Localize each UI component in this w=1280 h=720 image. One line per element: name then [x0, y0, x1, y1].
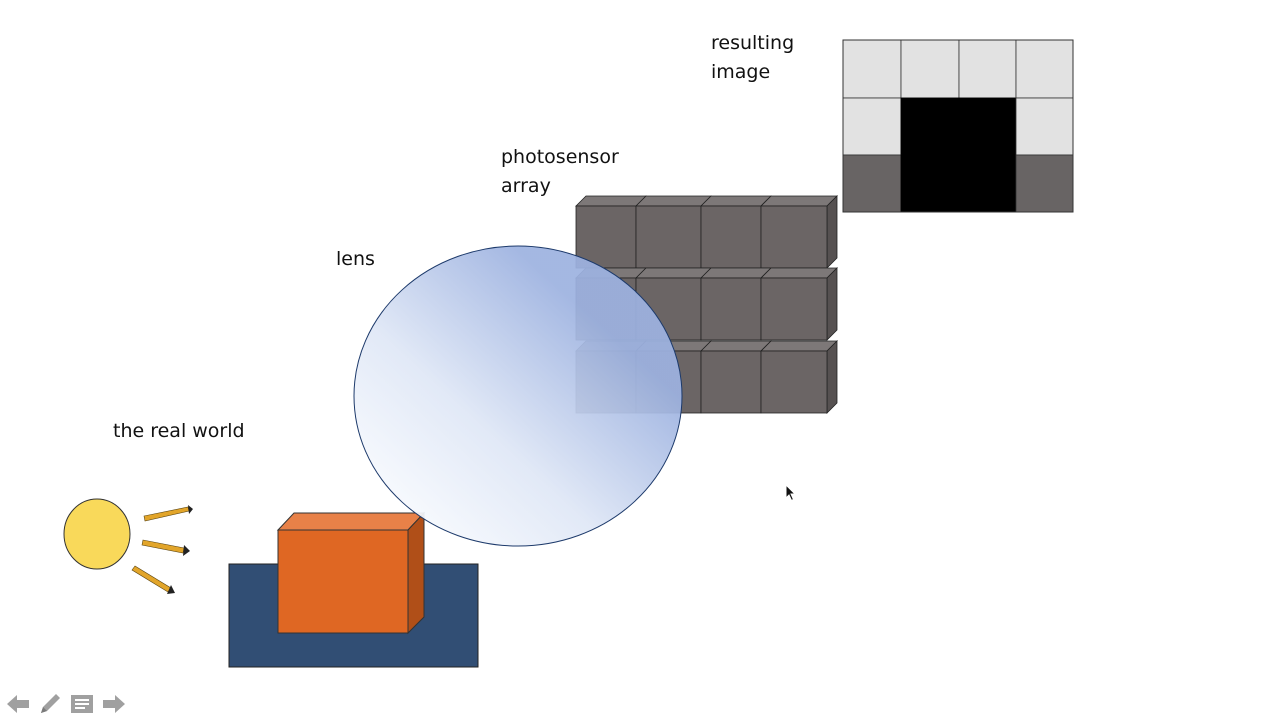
pen-tool-button[interactable] [36, 690, 64, 718]
photosensor-cell [760, 340, 838, 414]
lens-label: lens [336, 248, 375, 270]
image-pixel [958, 154, 1017, 213]
slideshow-controls [4, 690, 128, 718]
photosensor-cell [760, 267, 838, 341]
photosensor-cell [575, 195, 647, 269]
light-ray [131, 565, 175, 594]
resulting-image-label-line1: resulting [711, 32, 795, 54]
pen-tool-icon [41, 694, 60, 713]
image-pixel [842, 39, 902, 99]
mouse-cursor-icon [785, 484, 797, 502]
resulting-image-grid [842, 39, 1074, 213]
next-slide-button[interactable] [100, 690, 128, 718]
previous-slide-icon [7, 695, 29, 713]
image-pixel [900, 97, 960, 156]
slide-menu-icon [71, 695, 93, 713]
photosensor-cell [700, 267, 772, 341]
slide-menu-button[interactable] [68, 690, 96, 718]
photosensor-label-line2: array [501, 175, 551, 197]
resulting-image-label-line2: image [711, 61, 771, 83]
photosensor-cell [700, 340, 772, 414]
image-pixel [1015, 154, 1074, 213]
light-ray [141, 539, 190, 556]
next-slide-icon [103, 695, 125, 713]
photosensor-cell [700, 195, 772, 269]
previous-slide-button[interactable] [4, 690, 32, 718]
image-pixel [1015, 97, 1074, 156]
light-rays [131, 505, 193, 594]
photosensor-label-line1: photosensor [501, 146, 619, 168]
image-pixel [842, 97, 902, 156]
image-pixel [842, 154, 902, 213]
image-pixel [900, 39, 960, 99]
photosensor-cell [635, 195, 712, 269]
real-world-label: the real world [113, 420, 245, 442]
sun-icon [63, 498, 131, 570]
resulting-image-label: resulting image [711, 29, 794, 87]
image-pixel [1015, 39, 1074, 99]
light-ray [143, 505, 193, 522]
lens [353, 245, 683, 547]
image-pixel [958, 97, 1017, 156]
image-pixel [900, 154, 960, 213]
image-pixel [958, 39, 1017, 99]
photosensor-cell [760, 195, 838, 269]
scene-box [276, 511, 426, 635]
image-border [842, 39, 1074, 213]
photosensor-label: photosensor array [501, 143, 619, 201]
